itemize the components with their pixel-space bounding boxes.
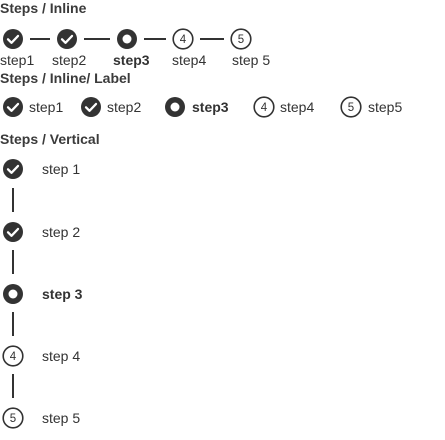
step-label: step4 <box>172 52 207 68</box>
step-label: step2 <box>107 99 142 115</box>
step-label: step2 <box>52 52 87 68</box>
step-current-icon[interactable] <box>2 283 24 305</box>
step-label: step1 <box>29 99 64 115</box>
section-title-vertical: Steps / Vertical <box>0 131 100 147</box>
step-check-icon[interactable] <box>80 96 102 118</box>
step-label: step4 <box>280 99 315 115</box>
svg-text:5: 5 <box>238 34 244 46</box>
step-number-icon[interactable]: 4 <box>2 345 24 367</box>
svg-text:4: 4 <box>10 351 17 363</box>
step-connector-vertical <box>12 374 14 398</box>
step-connector <box>84 38 110 40</box>
svg-text:5: 5 <box>10 413 16 425</box>
section-title-inline-label: Steps / Inline/ Label <box>0 70 131 86</box>
step-label: step 5 <box>232 52 271 68</box>
step-connector-vertical <box>12 250 14 274</box>
step-label: step 2 <box>42 224 81 240</box>
step-label: step5 <box>368 99 403 115</box>
svg-text:5: 5 <box>348 102 354 114</box>
step-check-icon[interactable] <box>2 96 24 118</box>
section-title-inline: Steps / Inline <box>0 0 87 16</box>
step-check-icon[interactable] <box>2 158 24 180</box>
step-number-icon[interactable]: 5 <box>2 407 24 429</box>
step-connector-vertical <box>12 312 14 336</box>
step-connector <box>144 38 166 40</box>
step-label: step 4 <box>42 348 81 364</box>
step-check-icon[interactable] <box>2 221 24 243</box>
step-connector <box>200 38 224 40</box>
step-label-current: step3 <box>113 52 150 68</box>
step-number-icon[interactable]: 5 <box>340 96 362 118</box>
step-current-icon[interactable] <box>116 28 138 50</box>
step-label: step1 <box>0 52 35 68</box>
step-label-current: step 3 <box>42 286 83 302</box>
step-number-icon[interactable]: 4 <box>253 96 275 118</box>
step-number-icon[interactable]: 5 <box>230 28 252 50</box>
step-current-icon[interactable] <box>164 96 186 118</box>
step-check-icon[interactable] <box>2 28 24 50</box>
step-check-icon[interactable] <box>56 28 78 50</box>
step-connector-vertical <box>12 188 14 212</box>
svg-text:4: 4 <box>261 102 268 114</box>
step-number-icon[interactable]: 4 <box>172 28 194 50</box>
step-label: step 1 <box>42 161 81 177</box>
svg-text:4: 4 <box>180 34 187 46</box>
step-connector <box>30 38 50 40</box>
step-label-current: step3 <box>192 99 229 115</box>
step-label: step 5 <box>42 410 81 426</box>
